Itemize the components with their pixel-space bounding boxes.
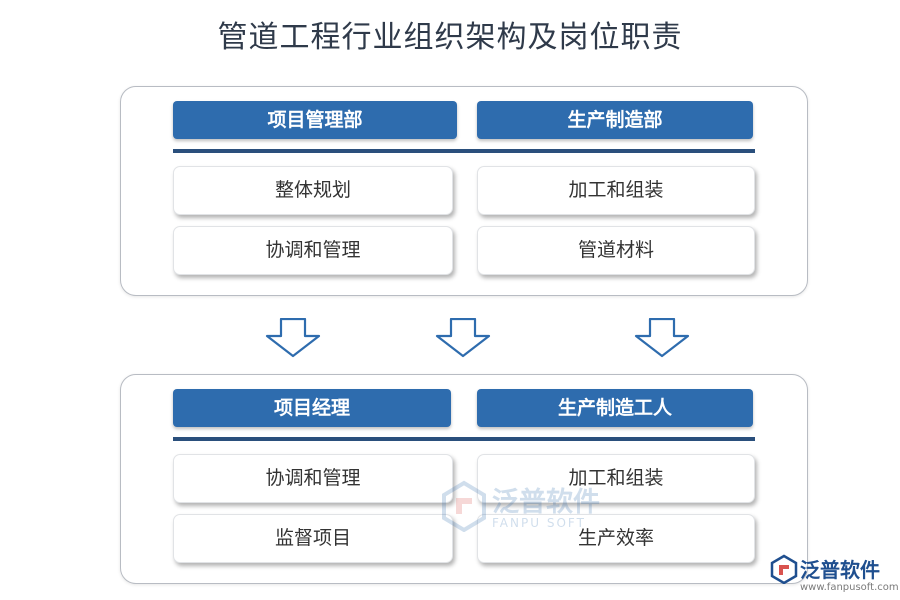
header-production-worker: 生产制造工人 [477,389,753,427]
brand-logo: 泛普软件 www.fanpusoft.com [768,552,899,598]
logo-url: www.fanpusoft.com [800,582,899,593]
top-right-item-1: 加工和组装 [477,166,755,215]
bottom-right-item-2: 生产效率 [477,514,755,563]
top-right-item-2: 管道材料 [477,226,755,275]
down-arrow-icon [435,318,491,358]
bottom-section-panel: 项目经理 生产制造工人 协调和管理 加工和组装 监督项目 生产效率 [120,374,808,584]
top-section-panel: 项目管理部 生产制造部 整体规划 加工和组装 协调和管理 管道材料 [120,86,808,296]
top-left-item-1: 整体规划 [173,166,453,215]
header-project-management-dept: 项目管理部 [173,101,457,139]
watermark: 泛普软件 FANPU SOFT [440,480,630,540]
fanpu-watermark-icon [442,480,486,533]
header-production-dept: 生产制造部 [477,101,753,139]
bottom-left-item-2: 监督项目 [173,514,453,563]
bottom-divider [173,437,755,441]
watermark-subtext: FANPU SOFT [492,516,586,530]
fanpu-logo-icon [770,554,798,584]
diagram-title: 管道工程行业组织架构及岗位职责 [217,20,683,55]
logo-text: 泛普软件 [800,558,880,582]
top-divider [173,149,755,153]
bottom-left-item-1: 协调和管理 [173,454,453,503]
top-left-item-2: 协调和管理 [173,226,453,275]
watermark-text: 泛普软件 [492,487,600,518]
header-project-manager: 项目经理 [173,389,451,427]
bottom-right-item-1: 加工和组装 [477,454,755,503]
down-arrow-icon [634,318,690,358]
down-arrow-icon [265,318,321,358]
